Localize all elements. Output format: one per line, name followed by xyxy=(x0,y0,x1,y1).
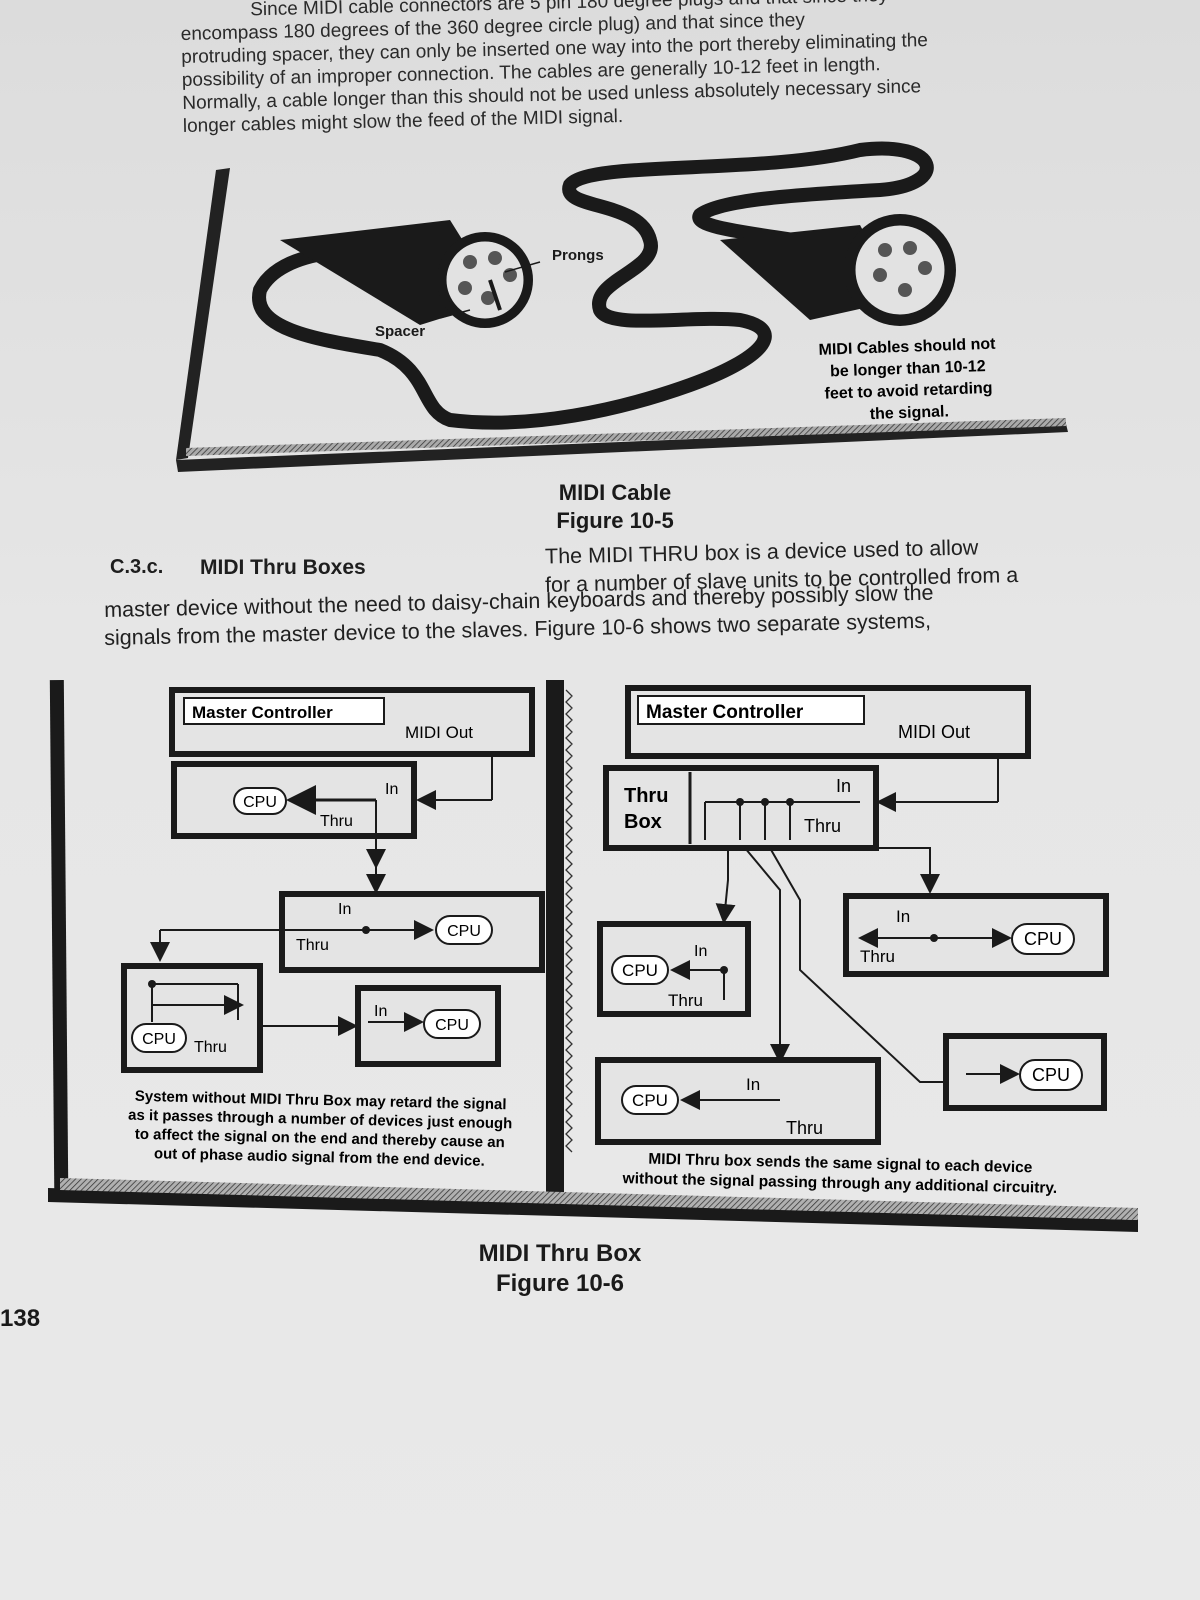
svg-text:MIDI Out: MIDI Out xyxy=(405,723,473,742)
svg-text:Thru: Thru xyxy=(860,947,895,966)
svg-text:CPU: CPU xyxy=(435,1017,469,1034)
cpu-badge xyxy=(1011,923,1075,955)
svg-text:Thru: Thru xyxy=(296,937,329,954)
svg-text:Master Controller: Master Controller xyxy=(646,702,804,723)
cpu-badge xyxy=(423,1009,481,1039)
cpu-badge xyxy=(621,1085,679,1115)
svg-text:CPU: CPU xyxy=(622,961,658,980)
left-frame-edge xyxy=(49,679,69,1191)
svg-text:feet to avoid retarding: feet to avoid retarding xyxy=(824,380,993,403)
svg-text:Thru: Thru xyxy=(804,816,841,836)
frame-bottom-edge xyxy=(176,424,1068,472)
figure-10-6-title: MIDI Thru Box xyxy=(478,1240,642,1267)
svg-text:Master Controller: Master Controller xyxy=(192,703,333,722)
left-system: Master Controller MIDI Out CPU In Thru I… xyxy=(121,687,545,1170)
label-spacer: Spacer xyxy=(375,323,425,340)
svg-text:Box: Box xyxy=(624,811,662,833)
cpu-badge xyxy=(611,955,669,985)
figure-10-5-title: MIDI Cable xyxy=(558,480,672,505)
slave-device-3 xyxy=(121,963,263,1073)
cable-icon xyxy=(252,141,934,430)
section-title: MIDI Thru Boxes xyxy=(200,556,366,579)
svg-text:the signal.: the signal. xyxy=(870,403,950,423)
page-number: 138 xyxy=(0,1305,41,1332)
svg-text:MIDI Cables should not: MIDI Cables should not xyxy=(818,336,996,359)
svg-text:Thru: Thru xyxy=(624,785,668,807)
svg-text:MIDI Out: MIDI Out xyxy=(898,722,970,742)
svg-text:Thru: Thru xyxy=(194,1039,227,1056)
svg-text:In: In xyxy=(374,1003,387,1020)
section-number: C.3.c. xyxy=(110,556,164,578)
frame-left-edge xyxy=(176,168,230,460)
svg-text:In: In xyxy=(694,943,707,960)
midi-plug-left-icon xyxy=(280,220,533,328)
svg-text:Thru: Thru xyxy=(786,1118,823,1138)
svg-text:In: In xyxy=(385,781,398,798)
figure-10-5-number: Figure 10-5 xyxy=(556,508,674,533)
svg-text:CPU: CPU xyxy=(142,1031,176,1048)
svg-text:CPU: CPU xyxy=(1024,929,1062,949)
svg-text:Thru: Thru xyxy=(668,991,703,1010)
divider-bar xyxy=(546,680,564,1200)
svg-text:be longer than 10-12: be longer than 10-12 xyxy=(830,358,986,380)
svg-text:CPU: CPU xyxy=(1032,1065,1070,1085)
midi-plug-right-icon xyxy=(720,214,956,326)
cpu-badge xyxy=(1019,1059,1083,1091)
svg-text:CPU: CPU xyxy=(632,1091,668,1110)
midi-thru-box-figure: Master Controller MIDI Out CPU In Thru I… xyxy=(48,679,1138,1232)
label-prongs: Prongs xyxy=(552,247,604,264)
bottom-frame-edge xyxy=(48,1188,1138,1232)
midi-cable-figure: Prongs Spacer MIDI Cables should not be … xyxy=(176,141,1068,472)
svg-text:CPU: CPU xyxy=(243,794,277,811)
svg-text:In: In xyxy=(836,776,851,796)
svg-text:In: In xyxy=(338,901,351,918)
cpu-badge xyxy=(131,1023,187,1053)
right-system: Master Controller MIDI Out Thru Box In T… xyxy=(595,685,1109,1197)
cable-length-note: MIDI Cables should not be longer than 10… xyxy=(818,336,996,423)
svg-text:In: In xyxy=(896,907,910,926)
svg-text:In: In xyxy=(746,1075,760,1094)
cpu-badge xyxy=(435,915,493,945)
figure-10-6-number: Figure 10-6 xyxy=(495,1270,625,1297)
svg-text:CPU: CPU xyxy=(447,923,481,940)
svg-text:Thru: Thru xyxy=(320,813,353,830)
slave-device-2 xyxy=(279,891,545,973)
